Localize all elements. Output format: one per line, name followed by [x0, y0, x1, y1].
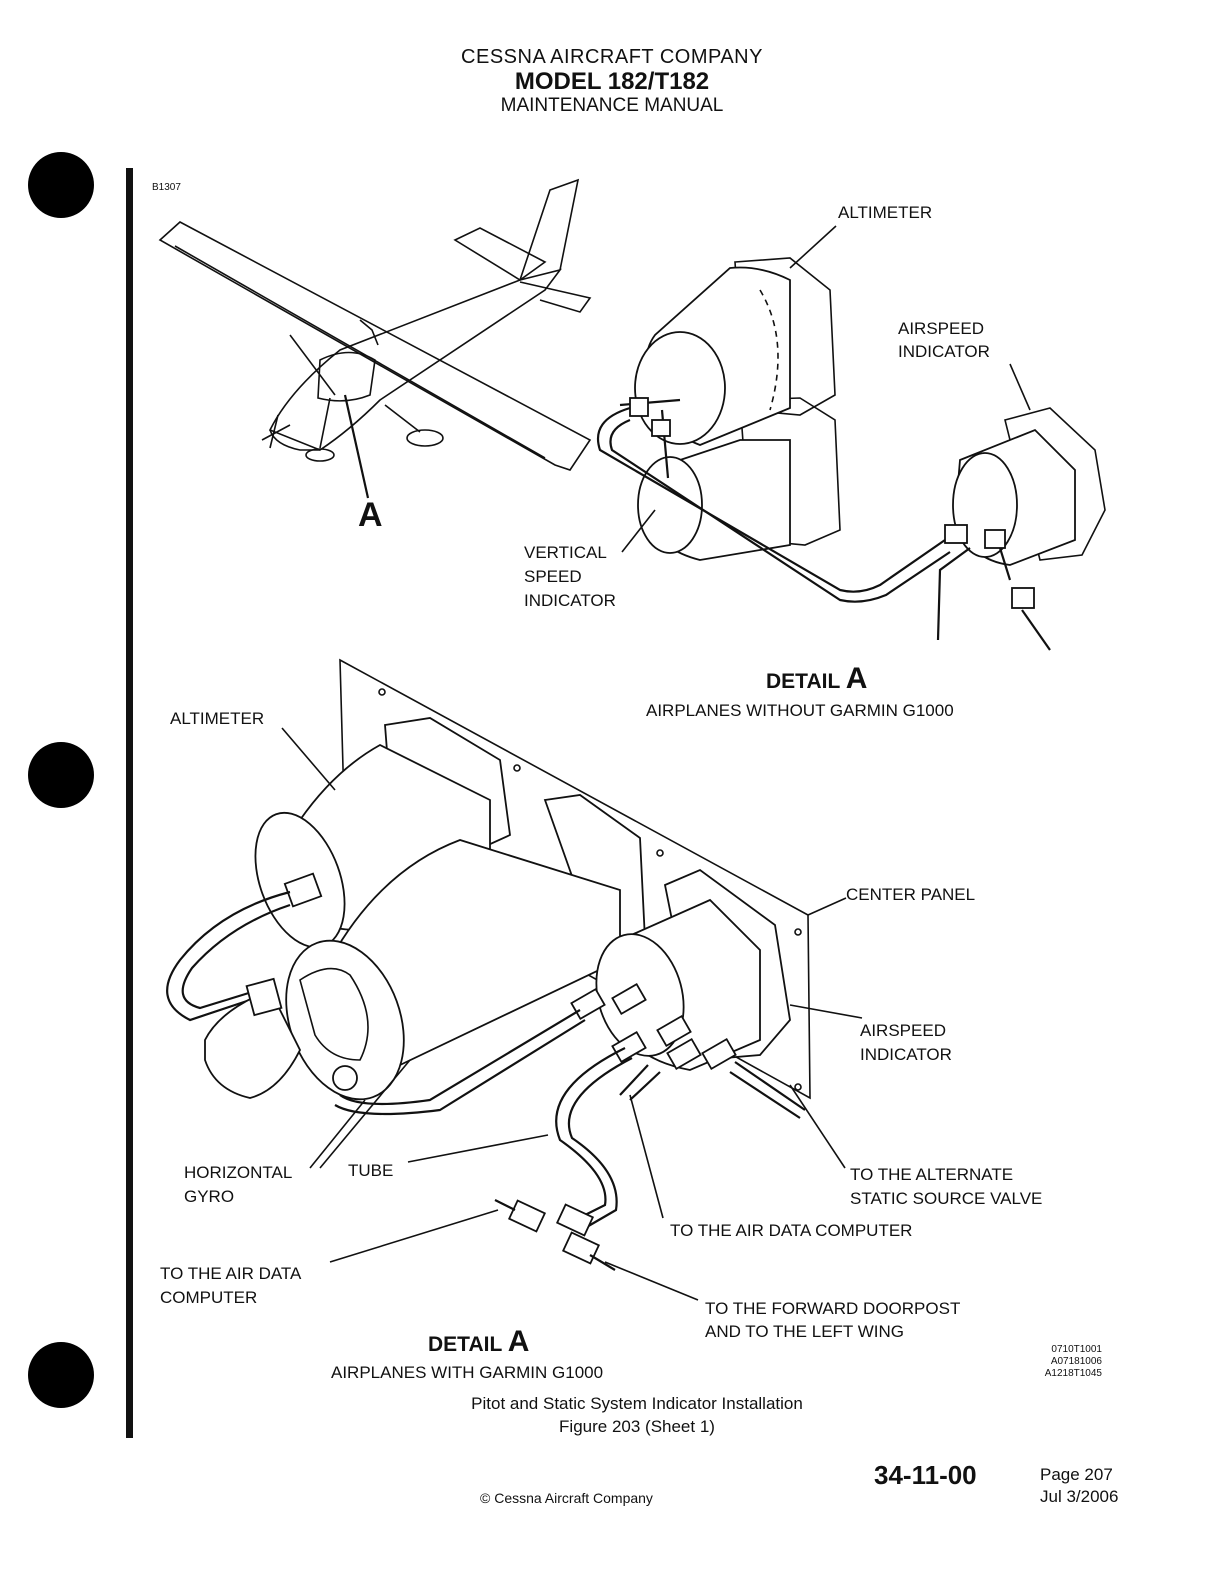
lower-detail-letter: A: [507, 1325, 530, 1358]
header-company: CESSNA AIRCRAFT COMPANY: [461, 46, 763, 68]
header-model: MODEL 182/T182: [514, 68, 710, 95]
upper-detail-heading: DETAIL A: [766, 662, 867, 696]
lower-label-center-panel: CENTER PANEL: [846, 885, 976, 904]
upper-label-altimeter: ALTIMETER: [838, 203, 933, 222]
view-marker-a: A: [358, 496, 383, 534]
footer-page: Page 207: [1040, 1465, 1113, 1484]
upper-label-vsi-2: SPEED: [524, 567, 582, 586]
change-bar: [126, 168, 133, 1438]
upper-detail-drawing: [596, 225, 1106, 651]
lower-label-altimeter: ALTIMETER: [170, 709, 265, 728]
lower-label-tube: TUBE: [348, 1161, 394, 1180]
upper-label-vsi-3: INDICATOR: [524, 591, 616, 610]
lower-label-doorpost-2: AND TO THE LEFT WING: [705, 1322, 904, 1341]
lower-label-gyro-1: HORIZONTAL: [184, 1163, 293, 1182]
figure-title: Pitot and Static System Indicator Instal…: [471, 1394, 803, 1413]
upper-label-vsi-1: VERTICAL: [524, 543, 607, 562]
drawing-code-1: 0710T1001: [1051, 1344, 1102, 1355]
upper-detail-word: DETAIL: [766, 670, 840, 693]
lower-label-adc-left-1: TO THE AIR DATA: [160, 1264, 302, 1283]
lower-label-doorpost-1: TO THE FORWARD DOORPOST: [705, 1299, 961, 1318]
lower-detail-heading: DETAIL A: [428, 1325, 529, 1359]
lower-label-airspeed-1: AIRSPEED: [860, 1021, 946, 1040]
upper-detail-letter: A: [845, 662, 868, 695]
lower-label-alt-static-2: STATIC SOURCE VALVE: [850, 1189, 1043, 1208]
lower-label-airspeed-2: INDICATOR: [860, 1045, 952, 1064]
punch-hole-bottom: [28, 1342, 94, 1408]
footer-copyright: © Cessna Aircraft Company: [480, 1490, 653, 1506]
figure-id: B1307: [152, 182, 181, 193]
punch-hole-middle: [28, 742, 94, 808]
footer-date: Jul 3/2006: [1040, 1487, 1119, 1506]
upper-label-airspeed-1: AIRSPEED: [898, 319, 984, 338]
header-manual: MAINTENANCE MANUAL: [500, 95, 724, 116]
lower-label-alt-static-1: TO THE ALTERNATE: [850, 1165, 1014, 1184]
lower-detail-caption: AIRPLANES WITH GARMIN G1000: [331, 1363, 604, 1382]
punch-hole-top: [28, 152, 94, 218]
drawing-code-2: A07181006: [1050, 1356, 1102, 1367]
lower-label-adc-right: TO THE AIR DATA COMPUTER: [670, 1221, 913, 1240]
airplane-drawing: [158, 178, 592, 499]
upper-detail-caption: AIRPLANES WITHOUT GARMIN G1000: [646, 701, 954, 720]
lower-detail-drawing: [166, 658, 863, 1301]
footer-section-code: 34-11-00: [874, 1460, 977, 1490]
lower-label-gyro-2: GYRO: [184, 1187, 235, 1206]
upper-label-airspeed-2: INDICATOR: [898, 342, 990, 361]
lower-detail-word: DETAIL: [428, 1333, 502, 1356]
figure-number: Figure 203 (Sheet 1): [559, 1417, 715, 1436]
drawing-code-3: A1218T1045: [1044, 1368, 1102, 1379]
lower-label-adc-left-2: COMPUTER: [160, 1288, 258, 1307]
